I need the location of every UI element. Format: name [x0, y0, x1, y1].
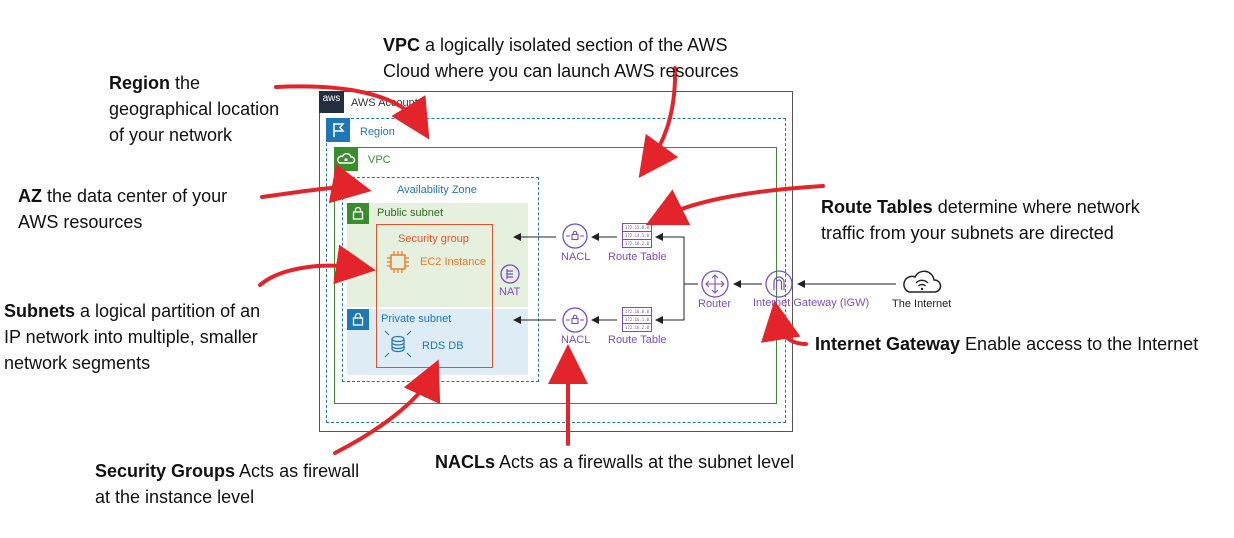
annotation-text: IP network into multiple, smaller [4, 327, 258, 347]
route-table-top-icon: 172.15.0.0 172.14.1.0 172.16.2.0 [622, 223, 652, 248]
red-annotation-arrows [258, 66, 825, 455]
private-subnet-label: Private subnet [381, 313, 452, 325]
aws-logo-text: aws [322, 93, 341, 104]
nacl-top-label: NACL [561, 251, 591, 263]
annotation-term: NACLs [435, 452, 496, 472]
aws-account-box [319, 91, 793, 432]
route-table-row: 172.16.2.0 [624, 241, 650, 246]
annotation-subnets: Subnets a logical partition of an IP net… [4, 298, 260, 376]
internet-label: The Internet [892, 298, 952, 310]
route-table-row: 172.15.0.0 [623, 225, 651, 232]
private-subnet-lock-icon [347, 309, 369, 330]
annotation-nacls: NACLs Acts as a firewalls at the subnet … [435, 449, 794, 475]
annotation-az: AZ the data center of your AWS resources [18, 183, 227, 235]
route-table-top-label: Route Table [608, 251, 667, 263]
black-connectors [513, 233, 896, 324]
route-table-row: 172.16.0.0 [623, 309, 651, 316]
region-flag-icon [326, 118, 350, 142]
annotation-text: determine where network [932, 197, 1140, 217]
annotation-text: traffic from your subnets are directed [821, 223, 1114, 243]
public-subnet-lock-icon [347, 203, 369, 224]
nat-gateway-icon [499, 263, 521, 285]
availability-zone-label: Availability Zone [397, 184, 477, 196]
public-subnet-label: Public subnet [377, 207, 444, 219]
annotation-term: Subnets [4, 301, 76, 321]
annotation-security-groups: Security Groups Acts as firewall at the … [95, 458, 359, 510]
annotation-internet-gateway: Internet Gateway Enable access to the In… [815, 331, 1198, 357]
region-label: Region [360, 126, 395, 138]
annotation-text: at the instance level [95, 487, 255, 507]
annotation-term: VPC [383, 35, 421, 55]
route-table-row: 172.14.1.0 [623, 233, 651, 240]
nacl-bottom-icon [561, 306, 589, 334]
annotation-text: a logical partition of an [75, 301, 261, 321]
annotation-region: Region the geographical location of your… [109, 70, 279, 148]
vpc-label: VPC [368, 154, 391, 166]
annotation-term: Region [109, 73, 170, 93]
annotation-text: AWS resources [18, 212, 143, 232]
annotation-text: geographical location [109, 99, 280, 119]
rds-database-icon [383, 329, 413, 359]
route-table-row: 172.16.1.0 [623, 317, 651, 324]
annotation-text: Acts as firewall [235, 461, 360, 481]
annotation-term: AZ [18, 186, 42, 206]
internet-cloud-icon [900, 266, 944, 298]
annotation-text: a logically isolated section of the AWS [420, 35, 728, 55]
nacl-top-icon [561, 222, 589, 250]
route-table-bottom-label: Route Table [608, 334, 667, 346]
annotation-text: Cloud where you can launch AWS resources [383, 61, 739, 81]
nacl-bottom-label: NACL [561, 334, 591, 346]
annotation-vpc: VPC a logically isolated section of the … [383, 32, 739, 84]
annotation-text: of your network [109, 125, 233, 145]
annotation-term: Route Tables [821, 197, 933, 217]
public-subnet-box [347, 203, 528, 307]
rds-db-label: RDS DB [422, 340, 464, 352]
annotation-term: Security Groups [95, 461, 236, 481]
route-table-row: 172.16.2.0 [624, 325, 650, 330]
ec2-chip-icon [383, 247, 413, 277]
security-group-label: Security group [398, 233, 469, 245]
annotation-route-tables: Route Tables determine where network tra… [821, 194, 1140, 246]
aws-logo-icon: aws [319, 91, 344, 113]
region-box [326, 118, 786, 423]
annotation-text: the [170, 73, 201, 93]
internet-gateway-icon [764, 269, 794, 299]
annotation-text: Enable access to the Internet [960, 334, 1199, 354]
annotation-text: the data center of your [42, 186, 228, 206]
annotation-text: network segments [4, 353, 151, 373]
annotation-text: Acts as a firewalls at the subnet level [495, 452, 795, 472]
annotation-term: Internet Gateway [815, 334, 961, 354]
router-label: Router [698, 298, 732, 310]
ec2-instance-label: EC2 Instance [420, 256, 487, 268]
route-table-bottom-icon: 172.16.0.0 172.16.1.0 172.16.2.0 [622, 307, 652, 332]
router-icon [700, 269, 730, 299]
nat-label: NAT [499, 286, 521, 298]
